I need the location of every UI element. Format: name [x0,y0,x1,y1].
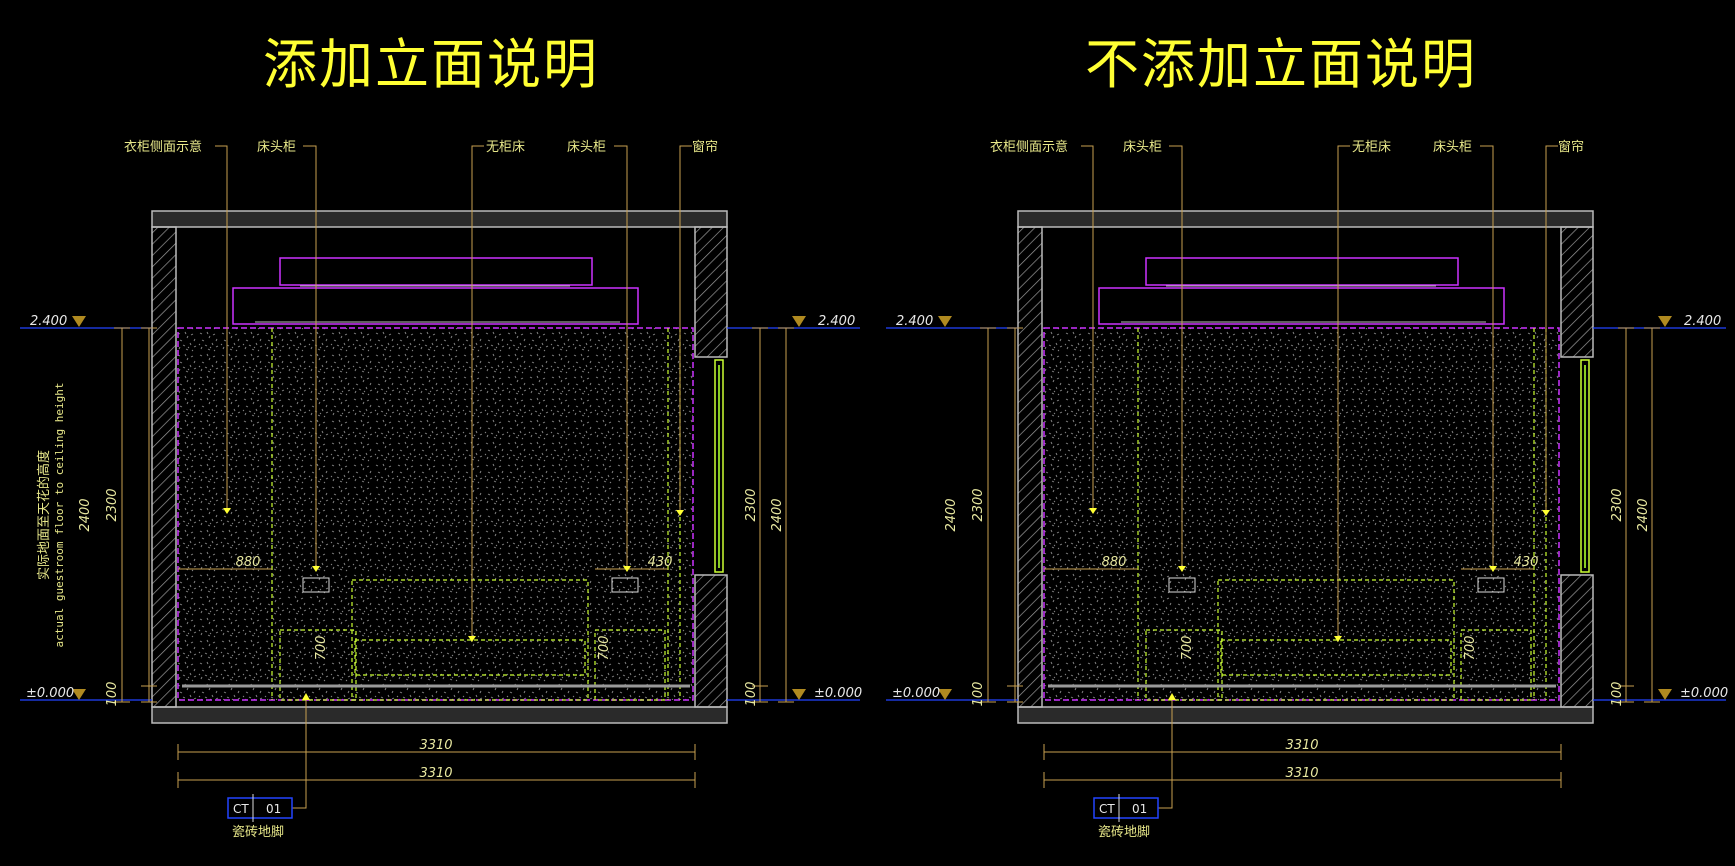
left-wall [1017,226,1043,708]
dim-left-h: 700 [1180,636,1195,661]
elevation-drawing: 2.400 ±0.000 2.400 ±0.000 2400 2300 100 … [886,139,1728,840]
material-tag-code: CT [1099,802,1115,816]
dim-base-right: 100 [1610,682,1625,707]
callout-wardrobe: 衣柜侧面示意 [124,139,202,155]
dim-inner-right: 2300 [744,488,759,521]
right-wall-lower [1560,574,1594,708]
textured-wall [1043,327,1560,701]
level-top-left: 2.400 [896,314,933,329]
callout-nightstand-right: 床头柜 [567,140,606,155]
right-wall-upper [694,226,728,358]
dim-width-1: 3310 [419,738,452,753]
callout-nightstand-left: 床头柜 [1123,140,1162,155]
callout-nightstand-left: 床头柜 [257,140,296,155]
level-top-right: 2.400 [818,314,855,329]
dim-left-h: 700 [314,636,329,661]
window [1580,359,1590,573]
callout-bed: 无柜床 [486,140,525,155]
callout-curtain: 窗帘 [1558,139,1584,155]
light-trough-lower [1098,287,1505,325]
panel-title: 添加立面说明 [263,33,599,96]
left-wall [151,226,177,708]
dim-left-cab: 880 [236,555,261,570]
material-tag-box [1093,797,1159,819]
elevation-drawing: 2.400 ±0.000 2.400 ±0.000 2400 2300 100 … [20,139,862,840]
dim-outer-right: 2400 [1636,498,1651,531]
dim-inner-right: 2300 [1610,488,1625,521]
right-wall-lower [694,574,728,708]
panel-with-notes: 添加立面说明 [0,0,867,866]
callout-bed: 无柜床 [1352,140,1391,155]
dim-inner-left: 2300 [971,488,986,521]
window [714,359,724,573]
dim-width-1: 3310 [1285,738,1318,753]
panel-without-notes: 不添加立面说明 [866,0,1733,866]
material-tag-num: 01 [1132,802,1147,816]
dim-width-2: 3310 [419,766,452,781]
dim-right-cab: 430 [648,555,673,570]
dim-outer-right: 2400 [770,498,785,531]
level-bottom-left: ±0.000 [26,686,74,701]
ceiling-slab [151,210,728,228]
dim-left-cab: 880 [1102,555,1127,570]
material-tag-box [227,797,293,819]
level-top-right: 2.400 [1684,314,1721,329]
dim-outer-left: 2400 [944,498,959,531]
material-tag-code: CT [233,802,249,816]
panel-title: 不添加立面说明 [1085,33,1477,96]
material-tag-num: 01 [266,802,281,816]
dim-base-right: 100 [744,682,759,707]
note-en: actual guestroom floor to ceiling height [53,383,66,648]
level-bottom-left: ±0.000 [892,686,940,701]
callout-curtain: 窗帘 [692,139,718,155]
dim-right-h: 700 [597,636,612,661]
floor-slab [1017,706,1594,724]
light-trough-lower [232,287,639,325]
dim-base-left: 100 [105,682,120,707]
dim-width-2: 3310 [1285,766,1318,781]
level-top-left: 2.400 [30,314,67,329]
ceiling-slab [1017,210,1594,228]
note-zh: 实际地面至天花的高度 [36,450,52,580]
level-bottom-right: ±0.000 [814,686,862,701]
light-trough-upper [279,257,593,286]
dim-right-cab: 430 [1514,555,1539,570]
material-tag-label: 瓷砖地脚 [232,824,284,840]
dim-outer-left: 2400 [78,498,93,531]
light-trough-upper [1145,257,1459,286]
dim-inner-left: 2300 [105,488,120,521]
right-wall-upper [1560,226,1594,358]
callout-wardrobe: 衣柜侧面示意 [990,139,1068,155]
textured-wall [177,327,694,701]
callout-nightstand-right: 床头柜 [1433,140,1472,155]
floor-slab [151,706,728,724]
dim-right-h: 700 [1463,636,1478,661]
level-bottom-right: ±0.000 [1680,686,1728,701]
material-tag-label: 瓷砖地脚 [1098,824,1150,840]
dim-base-left: 100 [971,682,986,707]
